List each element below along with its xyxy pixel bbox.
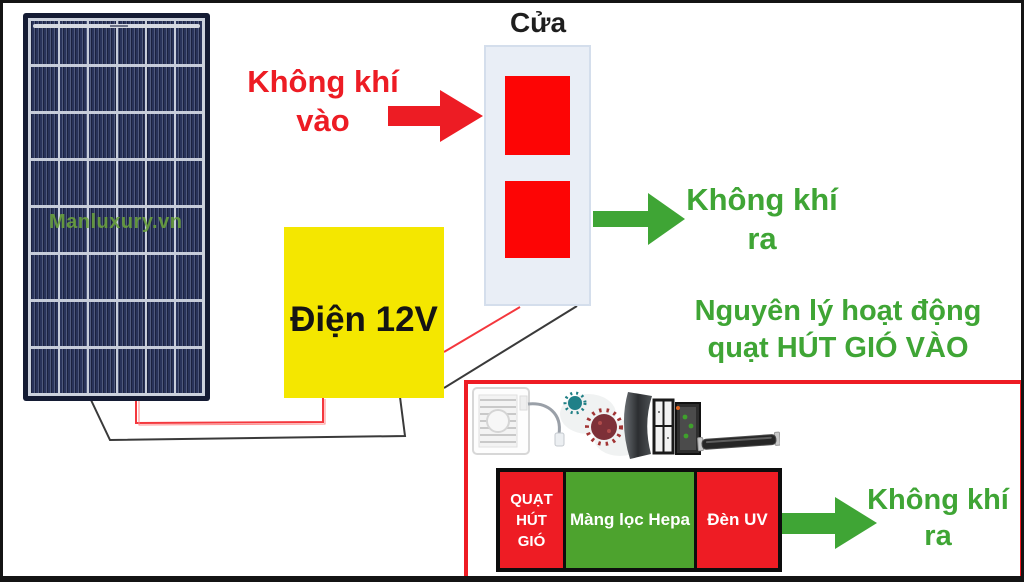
purifier-diagram-box: QUẠT HÚT GIÓ Màng lọc Hepa Đèn UV bbox=[464, 380, 1021, 576]
air-out-bottom-label: Không khí ra bbox=[867, 484, 1009, 553]
air-in-label: Không khí vào bbox=[247, 64, 399, 138]
solar-cells-grid bbox=[28, 18, 205, 396]
door-label: Cửa bbox=[509, 7, 567, 38]
solar-panel-rail bbox=[33, 24, 200, 28]
door-vent-top bbox=[505, 76, 570, 155]
filter-frame-image bbox=[652, 398, 675, 455]
purifier-stage-bar: QUẠT HÚT GIÓ Màng lọc Hepa Đèn UV bbox=[496, 468, 782, 572]
air-out-arrow-icon bbox=[593, 193, 685, 245]
power-supply-box: Điện 12V bbox=[284, 227, 444, 398]
uv-lamp-image bbox=[697, 431, 780, 452]
door-vent-bottom bbox=[505, 181, 570, 258]
stage-hepa-filter: Màng lọc Hepa bbox=[563, 472, 697, 568]
stage-uv-lamp: Đèn UV bbox=[697, 472, 778, 568]
carbon-filter-image bbox=[623, 392, 652, 459]
door-box bbox=[484, 45, 591, 306]
power-supply-label: Điện 12V bbox=[290, 299, 438, 339]
air-out-mid-label: Không khí ra bbox=[686, 182, 838, 256]
principle-heading: Nguyên lý hoạt động quạt HÚT GIÓ VÀO bbox=[694, 295, 982, 365]
purifier-components-image bbox=[472, 387, 780, 459]
air-out-bottom-arrow-icon bbox=[782, 497, 877, 549]
exhaust-fan-image bbox=[472, 387, 565, 455]
hepa-filter-image bbox=[675, 402, 701, 455]
wiring-lines bbox=[90, 305, 578, 442]
air-in-arrow-icon bbox=[388, 90, 483, 142]
watermark-text: Manluxury.vn bbox=[49, 211, 183, 233]
stage-fan: QUẠT HÚT GIÓ bbox=[500, 472, 563, 568]
solar-panel-image: Manluxury.vn bbox=[23, 13, 210, 401]
